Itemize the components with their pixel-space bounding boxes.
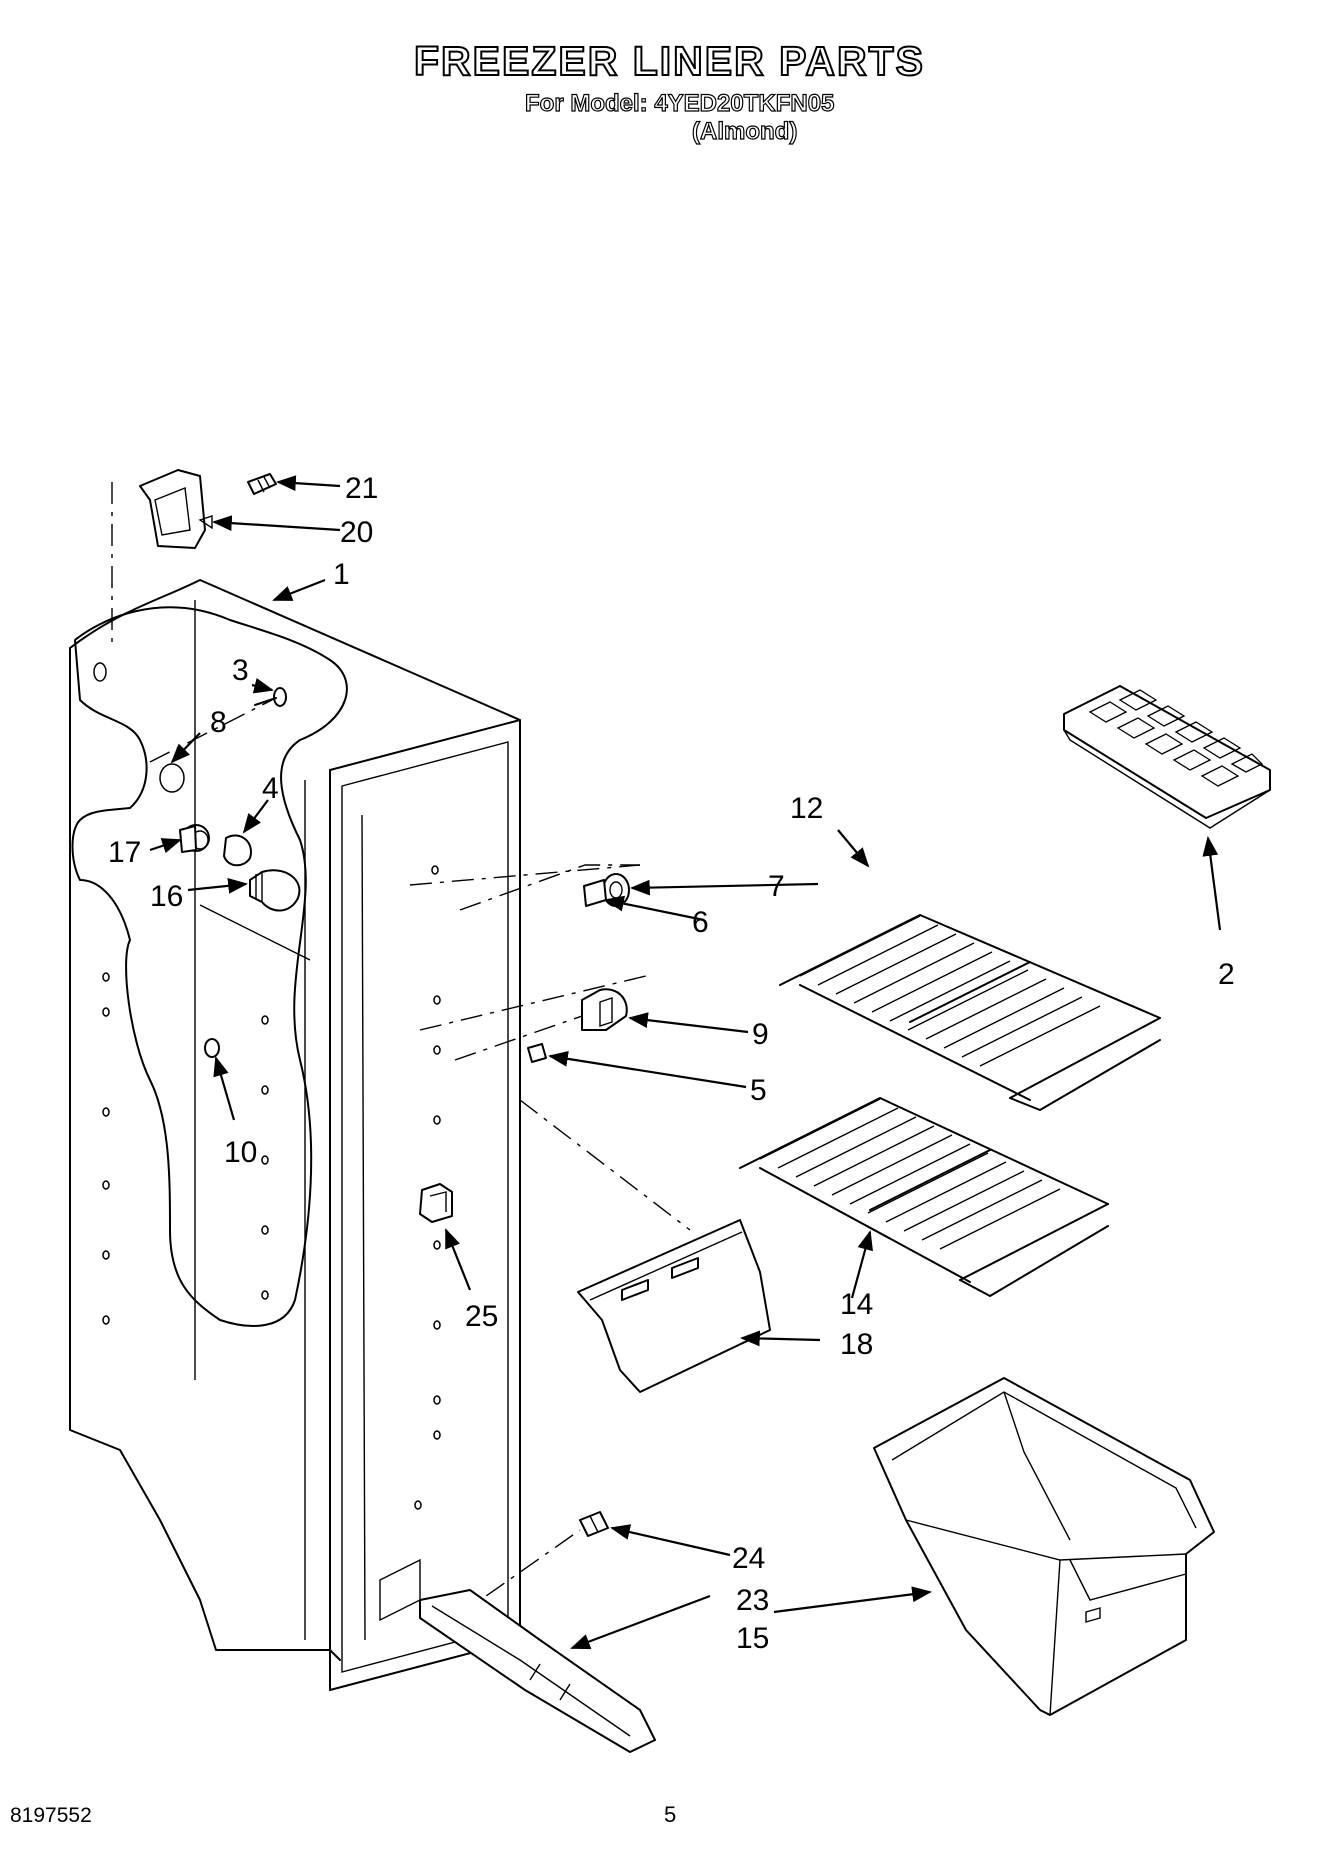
callout-15: 15	[736, 1622, 769, 1655]
callout-23: 23	[736, 1584, 769, 1617]
trim-part-18	[577, 1219, 771, 1393]
callout-16: 16	[150, 880, 183, 913]
shelf-support-part-9	[527, 988, 628, 1063]
callout-4: 4	[262, 772, 279, 805]
screw-part-10	[204, 1038, 220, 1058]
callout-14: 14	[840, 1288, 873, 1321]
callout-6: 6	[692, 906, 709, 939]
lamp-holder-part-4	[223, 834, 252, 867]
callout-18: 18	[840, 1328, 873, 1361]
callout-8: 8	[210, 706, 227, 739]
freezer-liner	[69, 579, 521, 1691]
callout-7: 7	[768, 870, 785, 903]
storage-bin-part-15	[873, 1377, 1215, 1716]
callout-25: 25	[465, 1300, 498, 1333]
model-color: (Almond)	[691, 117, 798, 145]
callout-labels: 21 20 1 3 8 4 17 16 12 7 6 2 9 5 10 14 1…	[108, 472, 1235, 1655]
wire-shelf-part-12	[779, 914, 1161, 1111]
page-title: FREEZER LINER PARTS	[413, 37, 926, 85]
callout-9: 9	[752, 1018, 769, 1051]
callout-3: 3	[232, 654, 249, 687]
callout-2: 2	[1218, 958, 1235, 991]
switch-part-25	[419, 1183, 453, 1223]
callout-20: 20	[340, 516, 373, 549]
screw-part-24	[579, 1511, 609, 1537]
ice-tray-part-2	[1063, 685, 1271, 829]
bracket-part-23	[419, 1589, 656, 1753]
part-code: 8197552	[10, 1804, 92, 1827]
callout-10: 10	[224, 1136, 257, 1169]
callout-arrows	[149, 475, 1222, 1650]
light-bulb-part-16	[249, 869, 301, 912]
page-number: 5	[664, 1802, 677, 1827]
wire-shelf-part-14	[739, 1097, 1109, 1297]
screw-part-3	[254, 687, 287, 707]
callout-21: 21	[345, 472, 378, 505]
callout-24: 24	[732, 1542, 765, 1575]
callout-12: 12	[790, 792, 823, 825]
callout-17: 17	[108, 836, 141, 869]
model-number: For Model: 4YED20TKFN05	[524, 89, 835, 117]
callout-1: 1	[333, 558, 350, 591]
socket-part-17	[179, 824, 210, 853]
callout-5: 5	[750, 1074, 767, 1107]
control-housing-part-20	[139, 469, 213, 549]
screw-part-21	[247, 473, 277, 495]
